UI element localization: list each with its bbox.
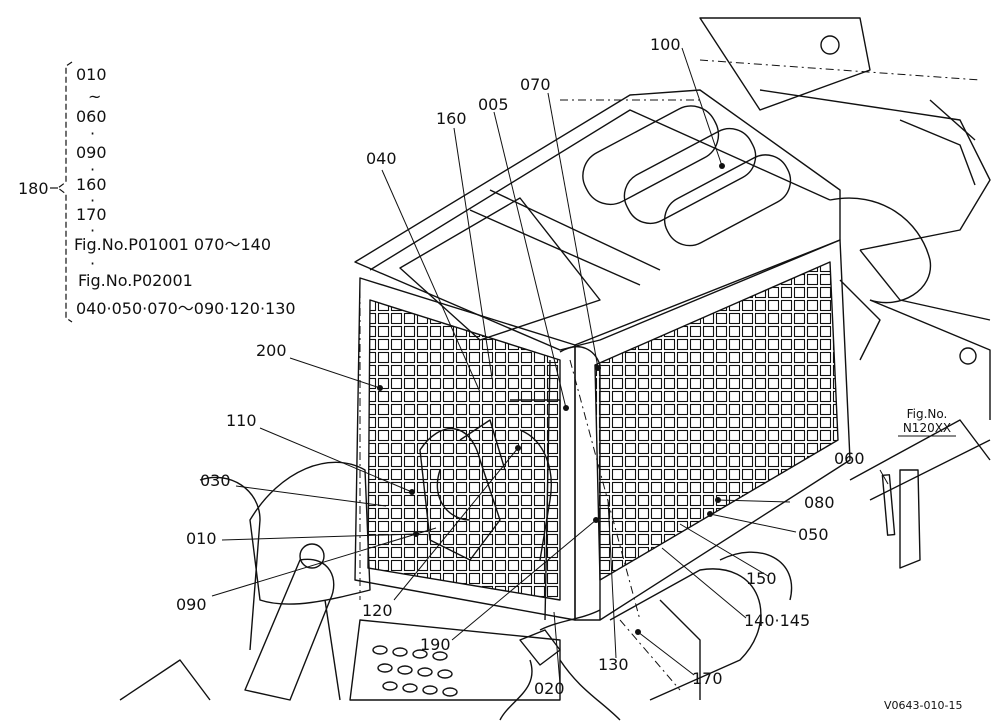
callout-040: 040 <box>366 149 397 168</box>
boom-arm-top <box>699 17 871 111</box>
roof-vent-slot <box>663 154 792 247</box>
frame-pin <box>959 347 977 365</box>
rear-frame <box>869 299 991 420</box>
callout-050: 050 <box>798 525 829 544</box>
roof-vent-slot <box>623 127 757 225</box>
callout-190: 190 <box>420 635 451 654</box>
group-number: 180 <box>18 179 49 198</box>
side-screen-frame <box>574 239 851 621</box>
callout-140-145: 140·145 <box>744 611 811 630</box>
list-bracket <box>50 61 73 323</box>
callout-080: 080 <box>804 493 835 512</box>
callout-070: 070 <box>520 75 551 94</box>
lift-arm-left <box>249 461 371 605</box>
fig-reference-2-items: 040·050·070～090·120·130 <box>76 299 296 318</box>
callout-200: 200 <box>256 341 287 360</box>
joystick-console <box>419 427 501 561</box>
fig-reference-1: Fig.No.P01001 070～140 <box>74 235 272 254</box>
side-screen-grid <box>594 261 839 581</box>
lift-arm-right <box>609 568 762 701</box>
list-item: 170 <box>76 205 107 224</box>
roof-panel <box>399 197 601 341</box>
fig-ref-line2: N120XX <box>902 421 952 435</box>
leader-lines <box>211 47 889 685</box>
list-item: 060 <box>76 107 107 126</box>
roof-vent-slot <box>582 105 720 206</box>
list-item: 160 <box>76 175 107 194</box>
fig-ref-label: Fig.No. N120XX <box>896 407 958 435</box>
fig-reference-2: Fig.No.P02001 <box>78 271 193 290</box>
callout-030: 030 <box>200 471 231 490</box>
callout-090: 090 <box>176 595 207 614</box>
hydraulic-coupler <box>519 629 561 666</box>
fastener-marks <box>377 163 725 635</box>
step-platform <box>349 619 561 701</box>
list-item: 090 <box>76 143 107 162</box>
drawing-number: V0643-010-15 <box>884 699 963 712</box>
list-item: 010 <box>76 65 107 84</box>
step-holes <box>372 645 458 697</box>
front-screen-grid <box>367 299 561 601</box>
cylinder-pin <box>299 543 325 569</box>
seal-strip-060 <box>881 474 896 536</box>
fig-ref-line1: Fig.No. <box>906 407 948 421</box>
list-separator: · <box>90 160 96 179</box>
list-separator: · <box>90 124 96 143</box>
callout-160: 160 <box>436 109 467 128</box>
list-separator: · <box>90 191 96 210</box>
callout-100: 100 <box>650 35 681 54</box>
callout-120: 120 <box>362 601 393 620</box>
callout-010: 010 <box>186 529 217 548</box>
list-range-mark: ~ <box>88 87 102 106</box>
callout-020: 020 <box>534 679 565 698</box>
boom-pin <box>820 35 840 55</box>
callout-060: 060 <box>834 449 865 468</box>
lift-cylinder <box>244 558 335 701</box>
callout-110: 110 <box>226 411 257 430</box>
list-separator: · <box>90 221 96 240</box>
part-060-assembly <box>899 469 921 569</box>
engine-cover <box>759 89 991 251</box>
callout-150: 150 <box>746 569 777 588</box>
callout-130: 130 <box>598 655 629 674</box>
callout-170: 170 <box>692 669 723 688</box>
callout-005: 005 <box>478 95 509 114</box>
list-separator: · <box>90 254 96 273</box>
